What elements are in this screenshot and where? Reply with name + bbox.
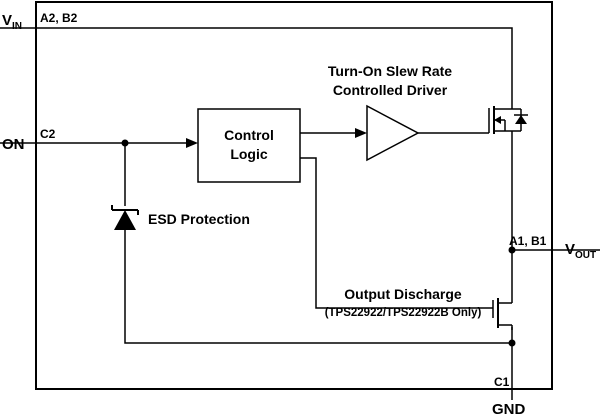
discharge-label-line2: (TPS22922/TPS22922B Only) xyxy=(325,307,482,319)
ground-bus xyxy=(124,230,512,344)
chip-outline xyxy=(35,1,553,390)
vout-rail xyxy=(511,131,600,251)
control-logic-label-line2: Logic xyxy=(230,146,268,162)
gnd-pin-label: C1 xyxy=(494,375,510,389)
vin-wire xyxy=(0,27,513,109)
esd-zener-diode-icon xyxy=(111,205,139,230)
gnd-terminal-label: GND xyxy=(492,401,526,418)
control-logic-box xyxy=(197,108,301,183)
vin-terminal-label: VIN xyxy=(2,12,22,32)
driver-buffer-icon xyxy=(366,104,420,162)
driver-label-line2: Controlled Driver xyxy=(333,82,448,98)
driver-label-line1: Turn-On Slew Rate xyxy=(328,63,452,79)
esd-protection-label: ESD Protection xyxy=(148,211,250,227)
pass-mosfet-icon xyxy=(488,106,528,134)
control-logic-label-line1: Control xyxy=(224,127,274,143)
on-arrowhead xyxy=(186,138,198,148)
discharge-mosfet-icon xyxy=(492,250,513,330)
driver-input-arrowhead xyxy=(355,128,367,138)
on-pin-label: C2 xyxy=(40,127,56,141)
on-terminal-label: ON xyxy=(2,136,25,153)
vin-pin-label: A2, B2 xyxy=(40,11,78,25)
vout-pin-label: A1, B1 xyxy=(509,234,547,248)
discharge-label-line1: Output Discharge xyxy=(344,286,462,302)
discharge-control-wire xyxy=(300,157,493,309)
vout-terminal-label: VOUT xyxy=(565,241,596,261)
